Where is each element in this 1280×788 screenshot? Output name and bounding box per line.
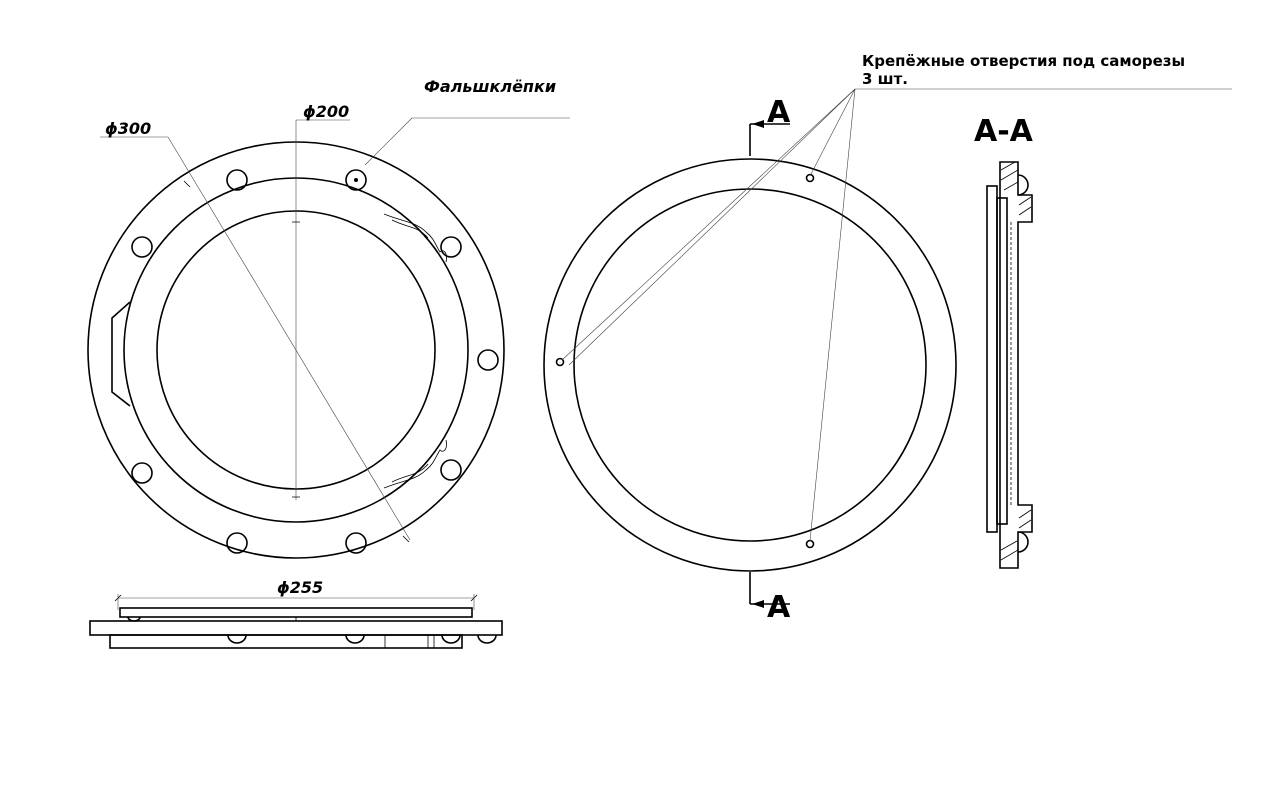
rivet xyxy=(440,236,462,258)
rivet xyxy=(440,459,462,481)
holes-leader xyxy=(568,88,856,366)
glass-plate xyxy=(119,607,473,618)
holes-label: Крепёжные отверстия под саморезы xyxy=(862,52,1185,70)
holes-leader xyxy=(561,88,856,361)
section-flange xyxy=(999,161,1033,569)
dim-line-300 xyxy=(167,136,411,541)
front-view: ϕ300 ϕ200 Фальшклёпки xyxy=(87,77,570,559)
rivet xyxy=(131,236,153,258)
rivet xyxy=(226,532,248,554)
dim-255-label: ϕ255 xyxy=(277,578,323,597)
section-label: A-A xyxy=(974,114,1034,149)
dim-200-label: ϕ200 xyxy=(303,102,349,121)
back-inner-circle xyxy=(573,188,927,542)
holes-count-label: 3 шт. xyxy=(862,70,908,88)
rivet-center xyxy=(354,178,358,182)
rivet xyxy=(226,169,248,191)
false-rivets xyxy=(131,169,499,554)
side-view: ϕ255 xyxy=(89,578,503,649)
back-view: A A Крепёжные отверстия под саморезы 3 ш… xyxy=(543,52,1232,625)
back-outer-circle xyxy=(543,158,957,572)
rivet xyxy=(345,532,367,554)
holes-leader xyxy=(809,88,856,542)
hinge-boss xyxy=(111,301,131,407)
latch-top-detail xyxy=(391,219,429,239)
mount-hole xyxy=(805,539,815,549)
rivet-leader xyxy=(364,117,413,166)
section-rivet-heads xyxy=(1017,174,1029,553)
mount-hole xyxy=(555,357,565,367)
side-rivet-heads xyxy=(127,616,497,644)
rivet xyxy=(131,462,153,484)
section-ring xyxy=(996,197,1008,525)
cut-label-bottom: A xyxy=(767,590,791,625)
dim-300-label: ϕ300 xyxy=(105,119,151,138)
section-hatch xyxy=(1000,161,1032,561)
latch-bottom-detail xyxy=(391,463,429,483)
rivet xyxy=(477,349,499,371)
mount-hole xyxy=(805,173,815,183)
cut-arrows xyxy=(752,120,764,608)
rivet xyxy=(345,169,367,191)
section-glass xyxy=(986,185,998,533)
latch-bottom xyxy=(383,439,447,489)
false-rivets-label: Фальшклёпки xyxy=(424,77,556,96)
back-ring xyxy=(109,634,463,649)
section-view: A-A xyxy=(974,114,1034,569)
latch-top xyxy=(383,213,447,263)
cut-label-top: A xyxy=(767,95,791,130)
flange-plate xyxy=(89,620,503,636)
holes-leader xyxy=(809,88,856,177)
dim-ticks xyxy=(183,180,410,543)
